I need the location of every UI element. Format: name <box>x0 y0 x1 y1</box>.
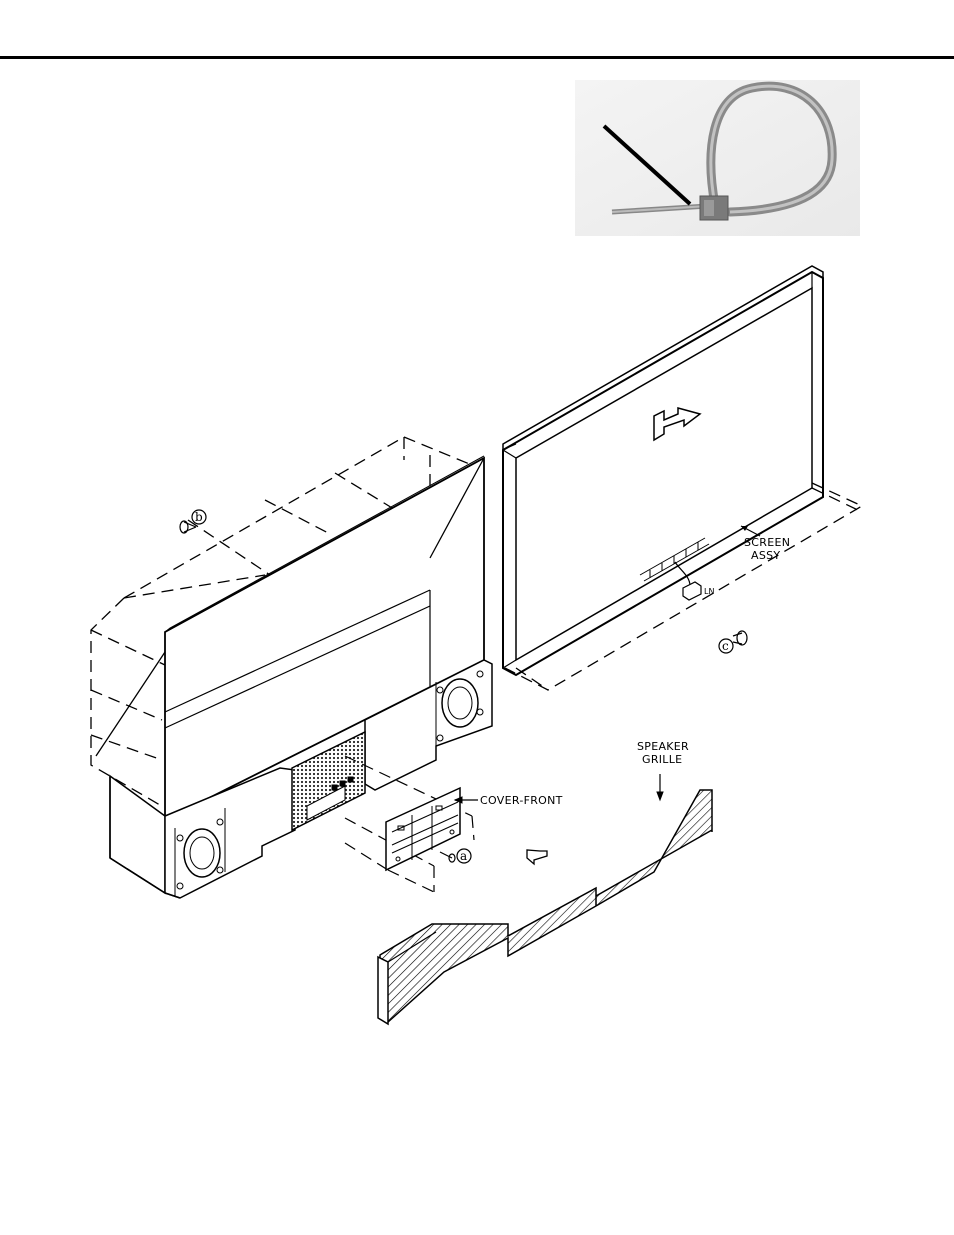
screw-c <box>733 631 747 645</box>
callout-b: b <box>192 510 206 524</box>
label-connector: LN <box>704 587 714 596</box>
screen-assy <box>503 266 823 675</box>
svg-text:b: b <box>195 510 203 524</box>
svg-text:c: c <box>722 639 729 653</box>
direction-arrow-grille <box>527 850 547 864</box>
header-rule <box>0 56 954 59</box>
label-cover-front: COVER-FRONT <box>480 794 563 807</box>
label-speaker-grille-1: SPEAKER <box>637 740 689 753</box>
cable-tie-photo <box>575 80 860 236</box>
label-screen-assy-1: SCREEN <box>744 536 790 549</box>
label-screen-assy-2: ASSY <box>751 549 780 562</box>
callout-c: c <box>719 639 733 653</box>
label-speaker-grille-2: GRILLE <box>642 753 682 766</box>
screw-a <box>440 852 455 862</box>
callout-a: a <box>457 849 471 863</box>
svg-text:a: a <box>460 849 467 863</box>
screw-b <box>180 521 196 533</box>
